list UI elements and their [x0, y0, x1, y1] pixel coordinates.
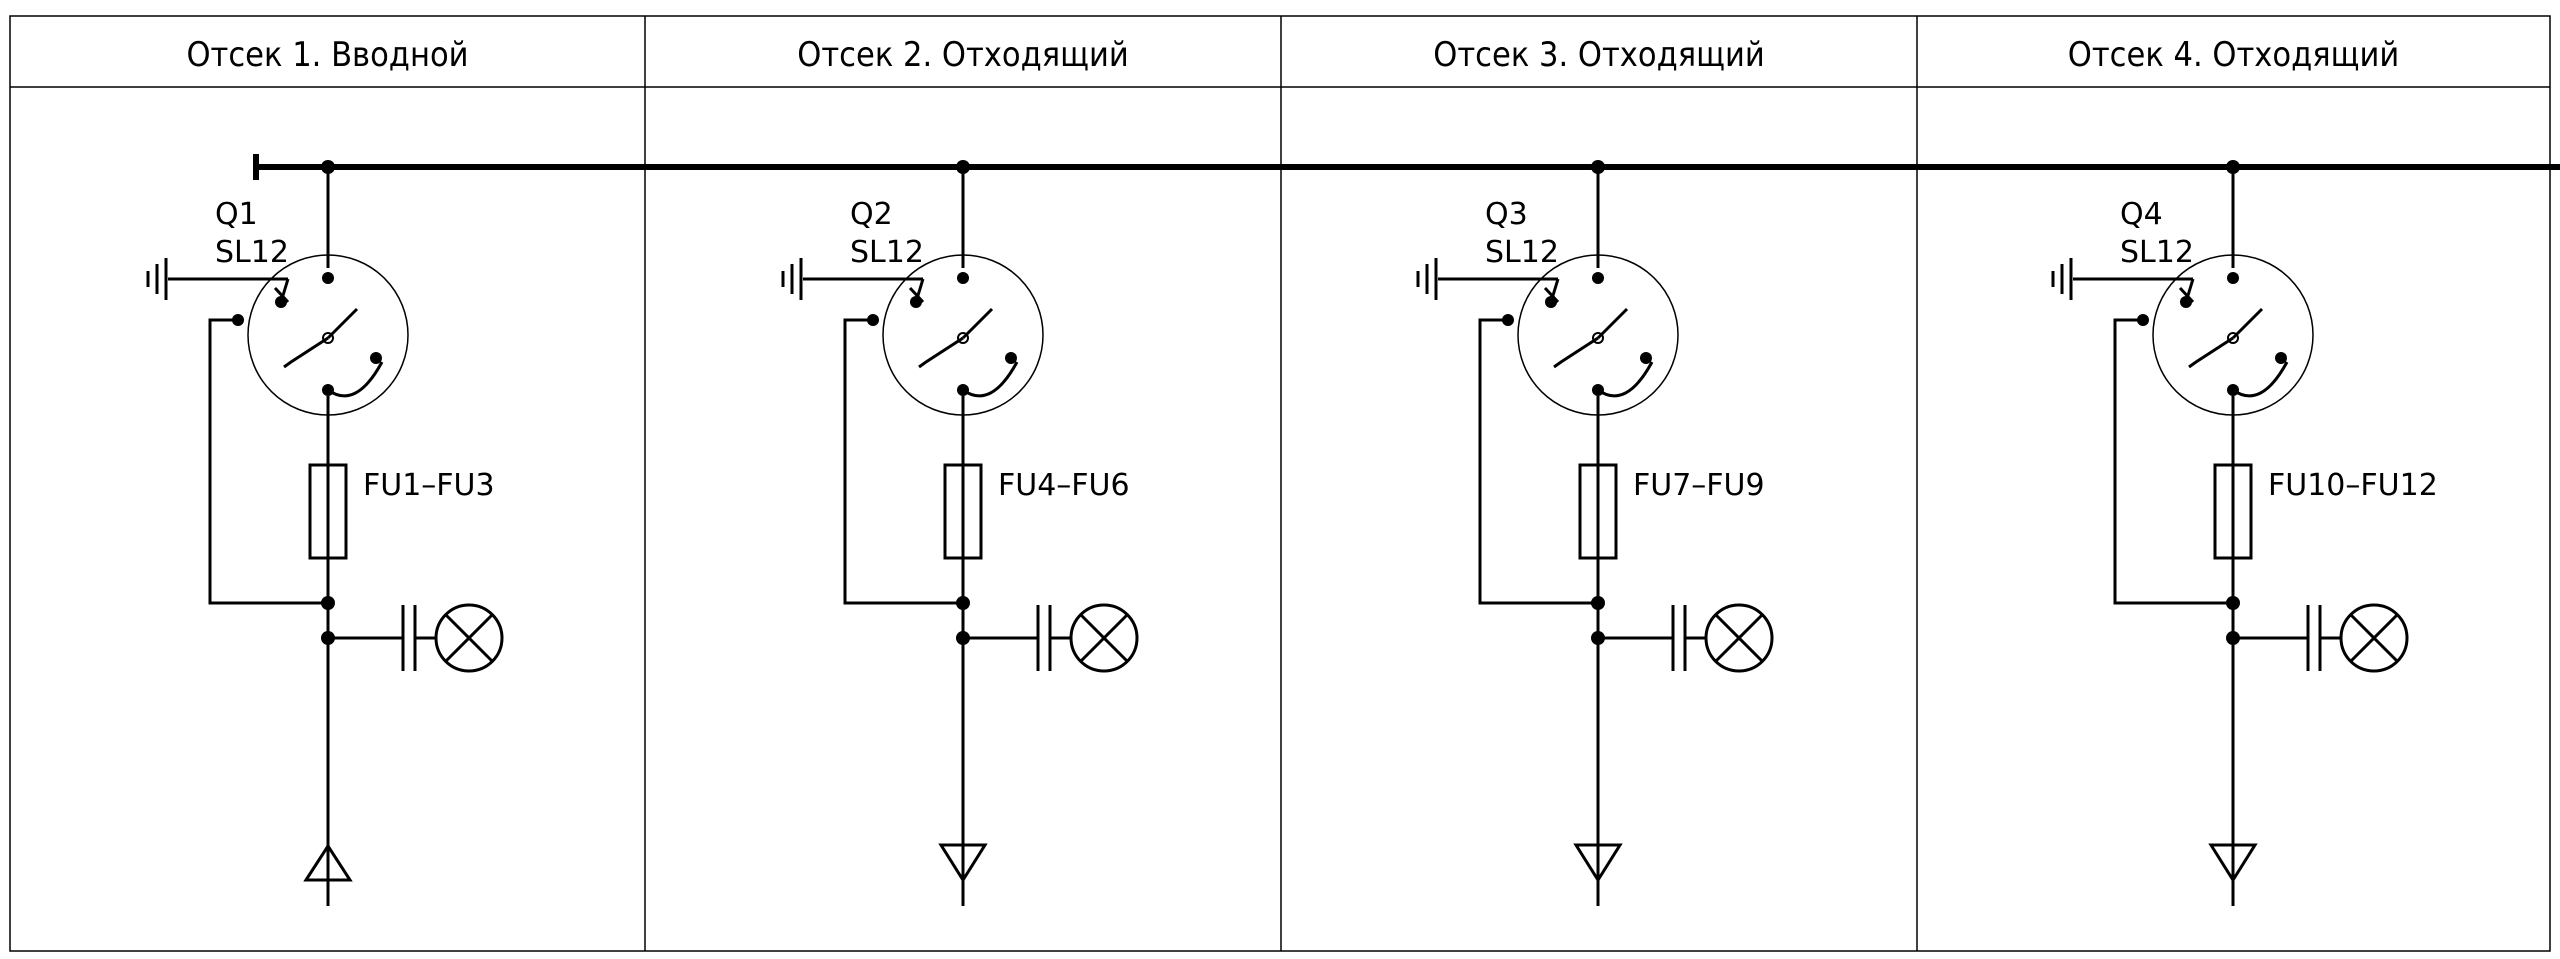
earth-contact-stub	[1543, 286, 1560, 304]
switch-contact-right	[1005, 352, 1017, 364]
fuse-label: FU4–FU6	[998, 468, 1130, 503]
switch-contact-right	[2275, 352, 2287, 364]
switch-type: SL12	[1485, 235, 1559, 270]
test-loop-junction-dot	[956, 596, 970, 610]
earth-link	[914, 278, 925, 303]
switch-blade-lower	[283, 336, 329, 369]
fuse-label: FU10–FU12	[2268, 468, 2438, 503]
switch-designation: Q1	[215, 197, 258, 232]
switch-type: SL12	[850, 235, 924, 270]
earth-contact-stub	[273, 286, 290, 304]
test-loop-wire	[2113, 318, 2233, 605]
switch-bottom-arc	[962, 361, 1019, 398]
switch-designation: Q4	[2120, 197, 2163, 232]
outer-border	[9, 15, 2551, 952]
main-busbar	[253, 154, 2560, 180]
switch-bottom-arc	[327, 361, 384, 398]
compartment-header: Отсек 4. Отходящий	[2068, 35, 2399, 75]
switch-contact-top	[957, 272, 969, 284]
compartment-header: Отсек 1. Вводной	[186, 35, 468, 75]
switch-contact-right	[1640, 352, 1652, 364]
switch-blade-lower	[1553, 336, 1599, 369]
switch-designation: Q2	[850, 197, 893, 232]
switch-type: SL12	[2120, 235, 2194, 270]
indicator-lamp-cross-2	[1079, 613, 1129, 663]
switch-blade-upper	[961, 307, 994, 340]
switch-blade-upper	[326, 307, 359, 340]
test-loop-junction-dot	[321, 596, 335, 610]
table-frame	[9, 15, 2551, 952]
indicator-lamp-circle	[434, 603, 504, 673]
earth-link	[279, 278, 290, 303]
switch-blade-lower	[918, 336, 964, 369]
indicator-lamp-cross-2	[1714, 613, 1764, 663]
switch-blade-lower	[2188, 336, 2234, 369]
switch-contact-top	[1592, 272, 1604, 284]
indicator-lamp-circle	[2339, 603, 2409, 673]
compartment-header: Отсек 3. Отходящий	[1433, 35, 1764, 75]
fuse-label: FU7–FU9	[1633, 468, 1765, 503]
indicator-lamp-circle	[1069, 603, 1139, 673]
earth-link	[1549, 278, 1560, 303]
test-loop-wire	[843, 318, 963, 605]
switch-contact-right	[370, 352, 382, 364]
test-loop-wire	[208, 318, 328, 605]
switch-blade-upper	[1596, 307, 1629, 340]
indicator-lamp-cross-2	[2349, 613, 2399, 663]
switch-designation: Q3	[1485, 197, 1528, 232]
earth-link	[2184, 278, 2195, 303]
earth-contact-stub	[2178, 286, 2195, 304]
switch-bottom-arc	[2232, 361, 2289, 398]
indicator-lamp-cross-2	[444, 613, 494, 663]
switch-bottom-arc	[1597, 361, 1654, 398]
switch-blade-upper	[2231, 307, 2264, 340]
indicator-lamp-circle	[1704, 603, 1774, 673]
test-loop-junction-dot	[2226, 596, 2240, 610]
fuse-label: FU1–FU3	[363, 468, 495, 503]
test-loop-wire	[1478, 318, 1598, 605]
test-loop-junction-dot	[1591, 596, 1605, 610]
earth-contact-stub	[908, 286, 925, 304]
compartment-header: Отсек 2. Отходящий	[797, 35, 1128, 75]
switch-type: SL12	[215, 235, 289, 270]
switch-contact-top	[2227, 272, 2239, 284]
switch-contact-top	[322, 272, 334, 284]
